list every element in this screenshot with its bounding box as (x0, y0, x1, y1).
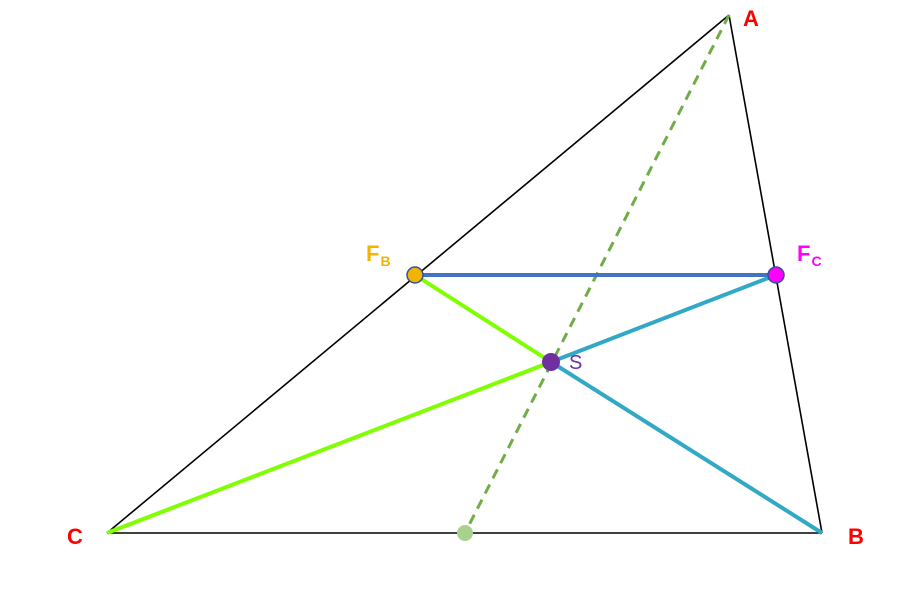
label-A: A (743, 8, 759, 30)
segment-FC-S (550, 273, 777, 364)
point-FB-dot (406, 266, 424, 284)
point-FC-dot (767, 266, 785, 284)
label-FB: FB (366, 241, 391, 269)
segment-C-S (106, 360, 552, 535)
label-FB-subscript: B (380, 253, 391, 269)
label-B: B (848, 526, 864, 548)
segment-B-S (549, 360, 824, 535)
label-A-text: A (743, 6, 759, 31)
label-S: S (569, 353, 582, 373)
point-S-dot (542, 353, 560, 371)
label-B-text: B (848, 524, 864, 549)
label-FC-main: F (797, 241, 811, 266)
label-C-text: C (67, 524, 83, 549)
label-C: C (67, 526, 83, 548)
label-FB-main: F (366, 241, 380, 266)
label-FC: FC (797, 241, 822, 269)
label-S-text: S (569, 352, 583, 374)
segment-FB-S (413, 273, 553, 364)
midpoint-BC-dot (457, 525, 473, 541)
label-FC-subscript: C (811, 253, 822, 269)
